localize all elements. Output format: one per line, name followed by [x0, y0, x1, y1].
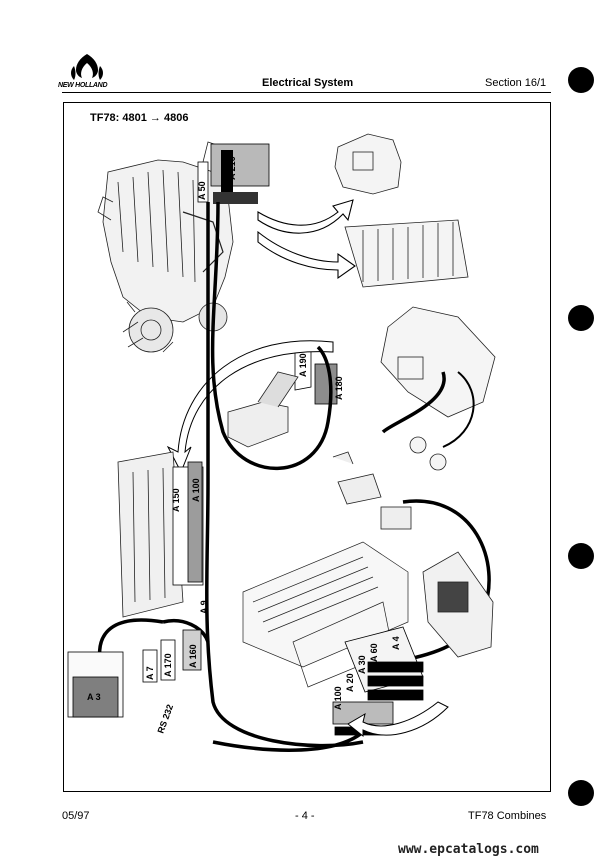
page-title: Electrical System — [262, 77, 354, 89]
brand-name: NEW HOLLAND — [58, 82, 108, 89]
punch-hole — [568, 780, 594, 806]
engine-connector-block — [197, 143, 270, 204]
main-harness — [97, 201, 491, 752]
brand-logo — [62, 52, 112, 90]
label-a50: A 50 — [197, 181, 207, 200]
valve-block-drawing — [334, 133, 469, 288]
label-a3: A 3 — [87, 692, 101, 702]
label-a7: A 7 — [145, 666, 155, 680]
label-a60: A 60 — [369, 643, 379, 662]
diagram-frame — [63, 102, 551, 792]
label-a20: A 20 — [345, 673, 355, 692]
arrow-display — [347, 701, 449, 738]
footer-model: TF78 Combines — [468, 810, 547, 822]
label-a160: A 160 — [188, 644, 198, 668]
new-holland-leaf-icon — [71, 54, 103, 80]
display-unit-drawing — [422, 551, 494, 658]
label-a9: A 9 — [199, 600, 209, 614]
label-a100: A 100 — [191, 478, 201, 502]
lower-left-connectors — [67, 629, 202, 718]
label-a170: A 170 — [163, 653, 173, 677]
bracket-harness — [442, 371, 475, 448]
section-number: Section 16/1 — [485, 77, 547, 89]
punch-hole — [568, 67, 594, 93]
punch-hole — [568, 543, 594, 569]
terminal-block-drawing — [117, 451, 204, 618]
header-rule — [62, 92, 551, 93]
joystick-drawing — [227, 371, 299, 448]
label-a150: A 150 — [171, 488, 181, 512]
footer-date: 05/97 — [62, 810, 90, 822]
label-a190: A 190 — [298, 353, 308, 377]
label-a180: A 180 — [334, 376, 344, 400]
wiring-diagram: A 210 A 50 A 190 A 180 — [67, 133, 496, 752]
model-range: TF78: 4801 → 4806 — [90, 112, 189, 124]
label-a30: A 30 — [357, 655, 367, 674]
label-a100-lower: A 100 — [333, 686, 343, 710]
watermark: www.epcatalogs.com — [398, 842, 539, 857]
module-stack — [332, 626, 424, 736]
label-a210: A 210 — [227, 156, 237, 180]
arrows-to-valves — [257, 199, 356, 280]
footer-page-number: - 4 - — [295, 810, 315, 822]
punch-hole — [568, 305, 594, 331]
label-rs232: RS 232 — [155, 703, 175, 735]
bracket-drawing — [380, 306, 496, 471]
sensor-drawings — [332, 451, 412, 530]
label-a4: A 4 — [391, 636, 401, 650]
